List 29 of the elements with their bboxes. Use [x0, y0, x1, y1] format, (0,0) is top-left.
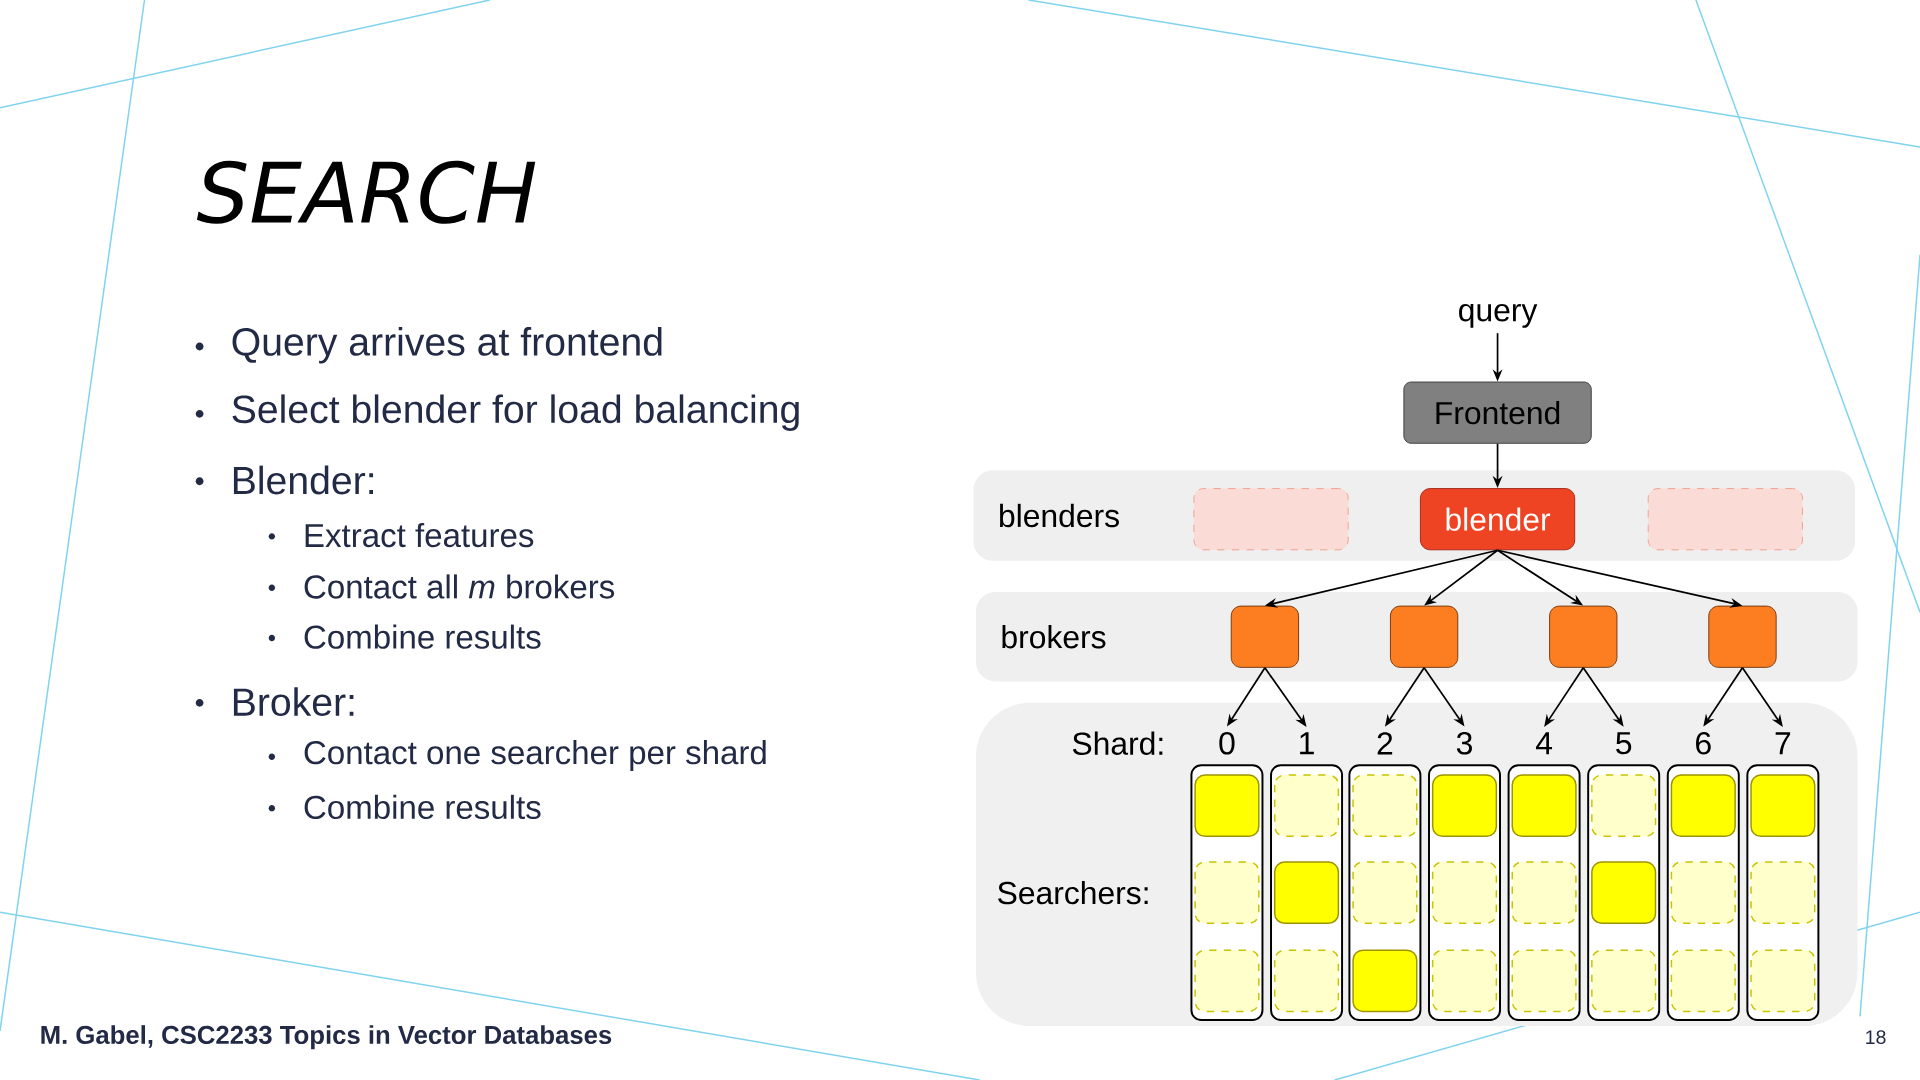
bullet-item: Extract features: [268, 522, 534, 548]
broker-box: [1389, 605, 1459, 668]
broker-box: [1708, 605, 1777, 668]
frontend-box: Frontend: [1403, 381, 1592, 444]
shard-number: 3: [1456, 732, 1472, 755]
broker-box: [1549, 605, 1618, 668]
idle-blender-box: [1647, 488, 1803, 551]
bullet-item: Query arrives at frontend: [195, 327, 662, 364]
footer-text: M. Gabel, CSC2233 Topics in Vector Databases: [41, 1025, 612, 1050]
broker-box: [1230, 605, 1300, 668]
bullet-item: Blender:: [195, 465, 374, 495]
bullet-item: Contact all m brokers: [268, 574, 615, 599]
idle-blender-box: [1193, 488, 1349, 551]
bullet-item: Broker:: [195, 687, 354, 716]
blender-box: blender: [1419, 488, 1576, 551]
shard-number: 1: [1300, 732, 1314, 755]
input-label: query: [1459, 304, 1538, 328]
shard-number: 5: [1616, 732, 1632, 755]
shard-number: 7: [1775, 732, 1791, 755]
shard-number: 4: [1535, 732, 1553, 755]
bullet-item: Select blender for load balancing: [195, 394, 799, 431]
page-number: 18: [1866, 1030, 1886, 1045]
shard-number: 6: [1696, 732, 1711, 755]
shard-number: 0: [1219, 732, 1235, 755]
slide-title: SEARCH: [196, 160, 536, 224]
shard-number: 2: [1377, 732, 1393, 755]
bullet-item: Combine results: [268, 794, 541, 820]
bullet-item: Combine results: [268, 624, 541, 649]
bullet-item: Contact one searcher per shard: [268, 740, 766, 771]
